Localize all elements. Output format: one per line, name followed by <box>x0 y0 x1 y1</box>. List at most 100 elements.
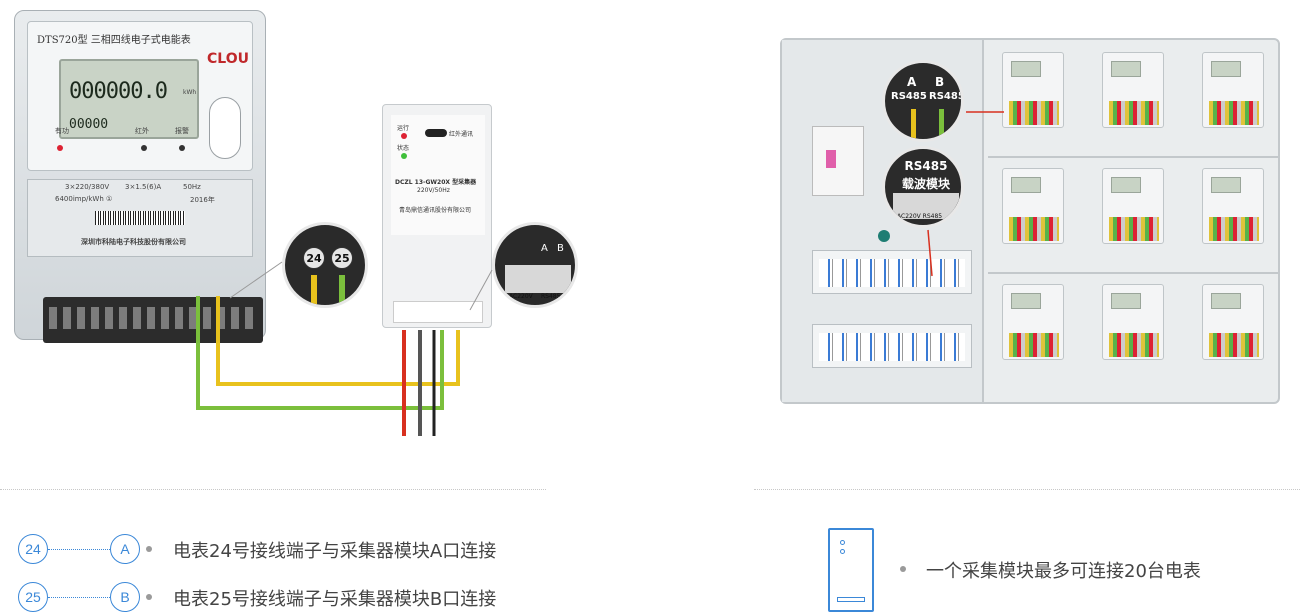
collector-device-icon <box>828 528 874 612</box>
port-b-label: B <box>557 243 564 254</box>
shelf-divider <box>988 272 1278 274</box>
mini-meter <box>1102 52 1164 128</box>
led-alarm-icon <box>179 145 185 151</box>
box-callout-lines <box>927 111 1004 277</box>
mini-meter <box>1002 52 1064 128</box>
divider-right <box>754 489 1300 490</box>
callout-to-breaker <box>927 229 933 277</box>
mini-meter <box>1202 284 1264 360</box>
label-ir: 红外通讯 <box>449 131 474 138</box>
meter-terminal-block <box>43 297 263 343</box>
meter-wiring-diagram: DTS720型 三相四线电子式电能表 CLOU 000000.0 kWh 000… <box>0 0 578 470</box>
mini-meter <box>1102 168 1164 244</box>
terminal-25: 25 <box>331 247 353 269</box>
collector-model: DCZL 13-GW20X 型采集器 <box>395 179 477 186</box>
module-port-strip <box>893 193 959 219</box>
legend-row-24: 24 A 电表24号接线端子与采集器模块A口连接 <box>18 534 558 564</box>
rating-voltage: 3×220/380V <box>65 183 110 191</box>
legend-text-24: 电表24号接线端子与采集器模块A口连接 <box>173 541 497 562</box>
legend-letter-a: A <box>110 534 140 564</box>
port-ac-label: AC220V <box>509 293 533 300</box>
label-infrared: 红外 <box>135 127 149 135</box>
rs485-port-a: RS485 <box>891 91 927 102</box>
bullet-icon <box>900 566 906 572</box>
bullet-icon <box>146 546 152 552</box>
collector-company: 青岛鼎信通讯股份有限公司 <box>399 207 472 214</box>
meter-lcd: 000000.0 kWh 00000 <box>59 59 199 139</box>
green-wire-stub <box>939 109 944 139</box>
indicator-light-icon <box>878 230 890 242</box>
lcd-reading: 000000.0 <box>69 79 168 104</box>
divider-left <box>0 489 546 490</box>
led-active-icon <box>57 145 63 151</box>
bullet-icon <box>146 594 152 600</box>
shelf-divider <box>988 156 1278 158</box>
mini-meter <box>1102 284 1164 360</box>
wire-yellow <box>216 296 460 386</box>
legend-number-24: 24 <box>18 534 48 564</box>
meter-brand-logo: CLOU <box>207 51 249 67</box>
mini-meter <box>1202 52 1264 128</box>
led-status-icon <box>401 153 407 159</box>
terminal-24: 24 <box>303 247 325 269</box>
meter-dial <box>209 97 241 159</box>
electric-meter: DTS720型 三相四线电子式电能表 CLOU 000000.0 kWh 000… <box>14 10 266 343</box>
barcode <box>95 211 185 225</box>
rs485-port-b: RS485 <box>929 91 964 102</box>
main-switch <box>812 126 864 196</box>
legend-row-25: 25 B 电表25号接线端子与采集器模块B口连接 <box>18 582 558 612</box>
manufacturer: 深圳市科陆电子科技股份有限公司 <box>81 238 186 246</box>
label-run: 运行 <box>397 125 410 132</box>
lcd-small-reading: 00000 <box>69 117 109 132</box>
data-collector: 运行 状态 红外通讯 DCZL 13-GW20X 型采集器 220V/50Hz … <box>382 104 492 328</box>
module-subtitle: 载波模块 <box>901 177 950 191</box>
ir-port-icon <box>425 129 447 137</box>
device-dot-icon <box>840 549 845 554</box>
label-status: 状态 <box>397 145 410 152</box>
lcd-unit: kWh <box>183 89 197 96</box>
device-dot-icon <box>840 540 845 545</box>
rating-year: 2016年 <box>190 196 215 204</box>
breaker-row-upper <box>812 250 972 294</box>
collector-rating: 220V/50Hz <box>417 187 450 194</box>
port-a-label: A <box>541 243 548 254</box>
yellow-wire-stub <box>911 109 916 139</box>
collector-port-zoom: A B AC220V RS485 <box>492 222 578 308</box>
legend-text-25: 电表25号接线端子与采集器模块B口连接 <box>173 589 497 610</box>
callout-collector <box>469 269 493 311</box>
rs485-a-label: A <box>907 75 917 89</box>
label-alarm: 报警 <box>175 127 189 135</box>
module-title: RS485 <box>904 159 948 173</box>
carrier-module-zoom: RS485 载波模块 AC220V RS485 <box>882 146 964 228</box>
rating-current: 3×1.5(6)A <box>125 183 162 191</box>
collector-port-label <box>393 301 483 323</box>
device-slot-icon <box>837 597 865 602</box>
meter-model-title: DTS720型 三相四线电子式电能表 <box>37 35 191 46</box>
legend-letter-b: B <box>110 582 140 612</box>
callout-meter <box>229 261 283 299</box>
legend-number-25: 25 <box>18 582 48 612</box>
wiring-lines <box>196 261 493 436</box>
port-rs-label: RS485 <box>541 293 561 300</box>
mini-meter <box>1002 168 1064 244</box>
yellow-wire-stub <box>311 275 317 305</box>
meter-rating-plate <box>27 179 253 257</box>
meter-grid <box>988 44 1278 400</box>
led-run-icon <box>401 133 407 139</box>
rating-frequency: 50Hz <box>183 183 201 191</box>
meter-box-cabinet: A B RS485 RS485 RS485 载波模块 AC220V RS485 <box>780 38 1280 404</box>
mini-meter <box>1002 284 1064 360</box>
wire-green <box>196 296 444 410</box>
legend-connector <box>48 597 110 598</box>
green-wire-stub <box>339 275 345 305</box>
capacity-note: 一个采集模块最多可连接20台电表 <box>926 561 1201 582</box>
rs485-b-label: B <box>935 75 945 89</box>
rating-constant: 6400imp/kWh ① <box>55 195 113 203</box>
label-active: 有功 <box>55 127 69 135</box>
switch-handle-icon <box>826 150 836 168</box>
meter-terminal-zoom: 24 25 <box>282 222 368 308</box>
legend-connector <box>48 549 110 550</box>
module-ports-label: AC220V RS485 <box>897 213 943 220</box>
led-infrared-icon <box>141 145 147 151</box>
mini-meter <box>1202 168 1264 244</box>
